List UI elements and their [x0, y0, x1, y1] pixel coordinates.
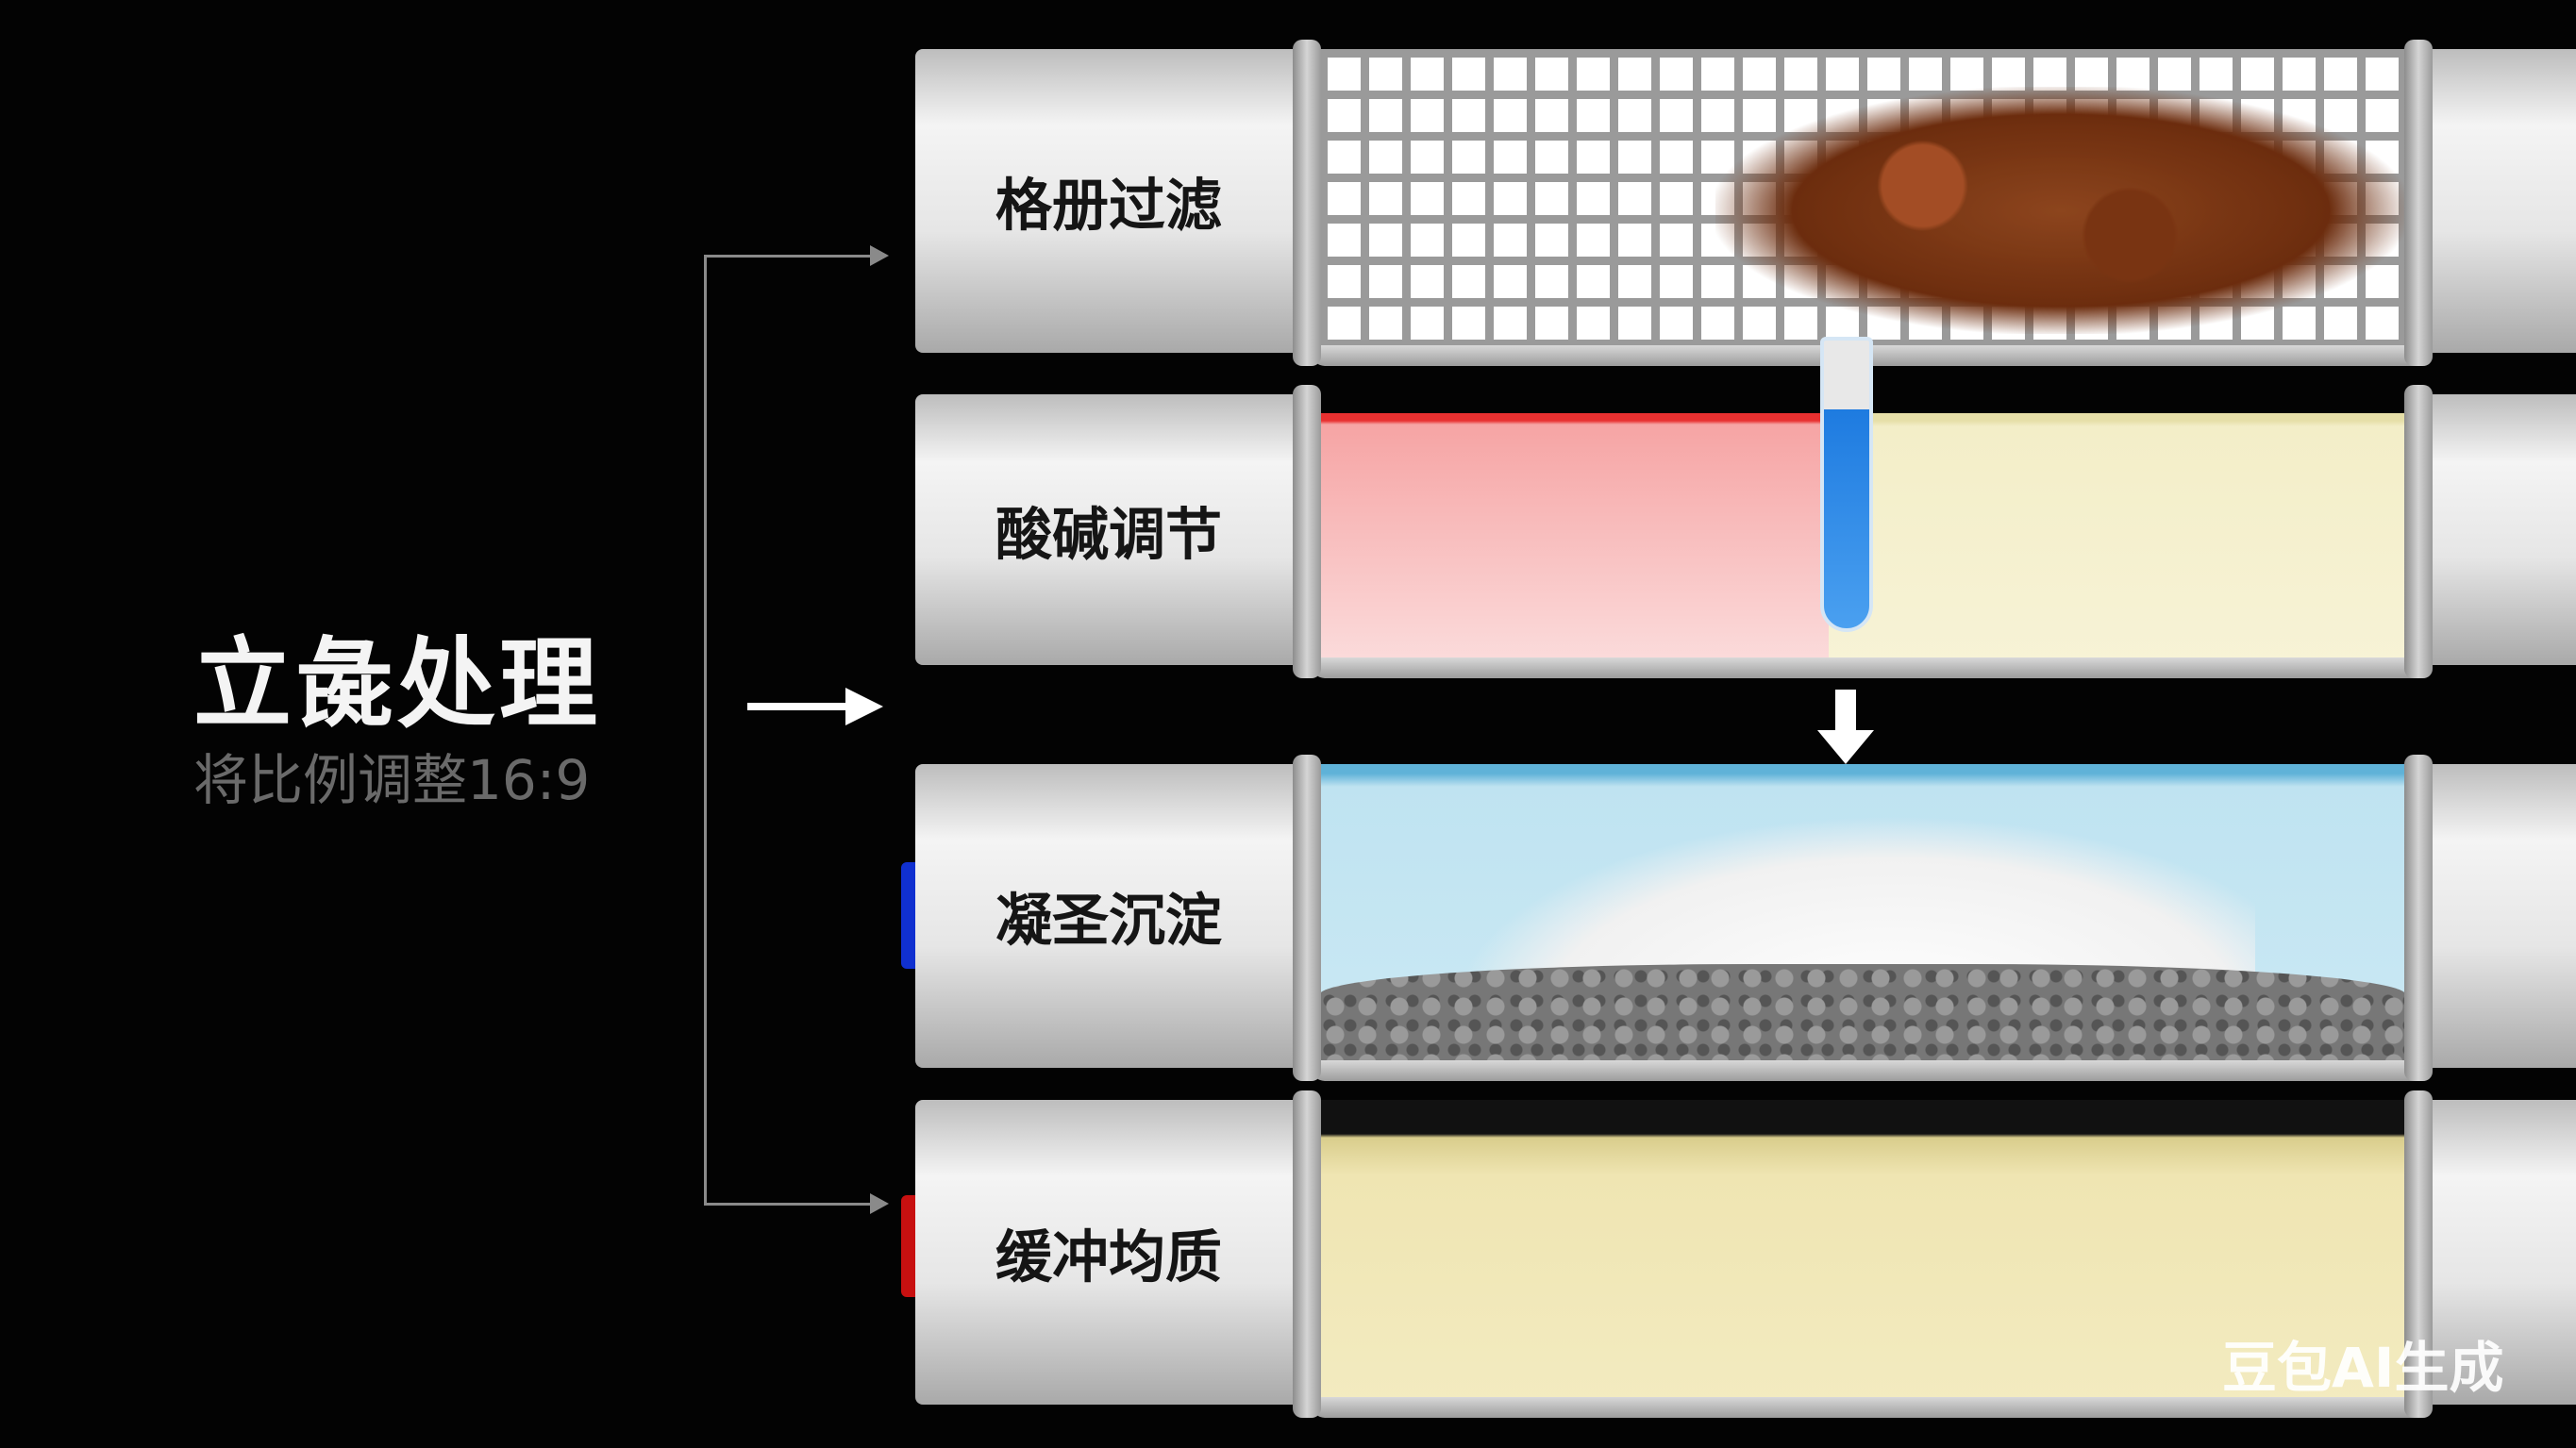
stage-ph-adjust: 酸碱调节: [915, 385, 2576, 678]
stage-label: 格册过滤: [995, 173, 1222, 240]
main-title: 立彘处理: [193, 626, 602, 741]
subtitle: 将比例调整16:9: [193, 748, 591, 812]
arrow-head-icon: [870, 1193, 889, 1214]
base-liquid: [1829, 413, 2406, 665]
stage-coagulation: 凝圣沉淀: [915, 755, 2576, 1081]
watermark: 豆包AI生成: [2222, 1336, 2504, 1400]
connector-top: [704, 255, 878, 258]
red-marker: [901, 1195, 916, 1297]
stage-label: 酸碱调节: [995, 502, 1222, 568]
down-arrow-head-icon: [1817, 730, 1874, 764]
stage-label: 凝圣沉淀: [995, 888, 1222, 955]
gravel: [1319, 964, 2406, 1068]
buffer-liquid: [1319, 1100, 2406, 1405]
blue-marker: [901, 862, 916, 969]
connector-bottom: [704, 1203, 878, 1206]
down-arrow-icon: [1835, 690, 1856, 732]
test-tube-icon: [1820, 337, 1873, 632]
debris-pile: [1715, 87, 2406, 334]
stage-buffer-homogenize: 缓冲均质: [915, 1090, 2576, 1418]
right-arrow-icon: [747, 703, 851, 710]
stage-screen-filter: 格册过滤: [915, 40, 2576, 366]
stage-label: 缓冲均质: [995, 1224, 1222, 1290]
arrow-head-icon: [870, 245, 889, 266]
connector-vertical: [704, 255, 707, 1206]
acid-liquid: [1319, 413, 1829, 665]
right-arrow-head-icon: [845, 688, 883, 725]
